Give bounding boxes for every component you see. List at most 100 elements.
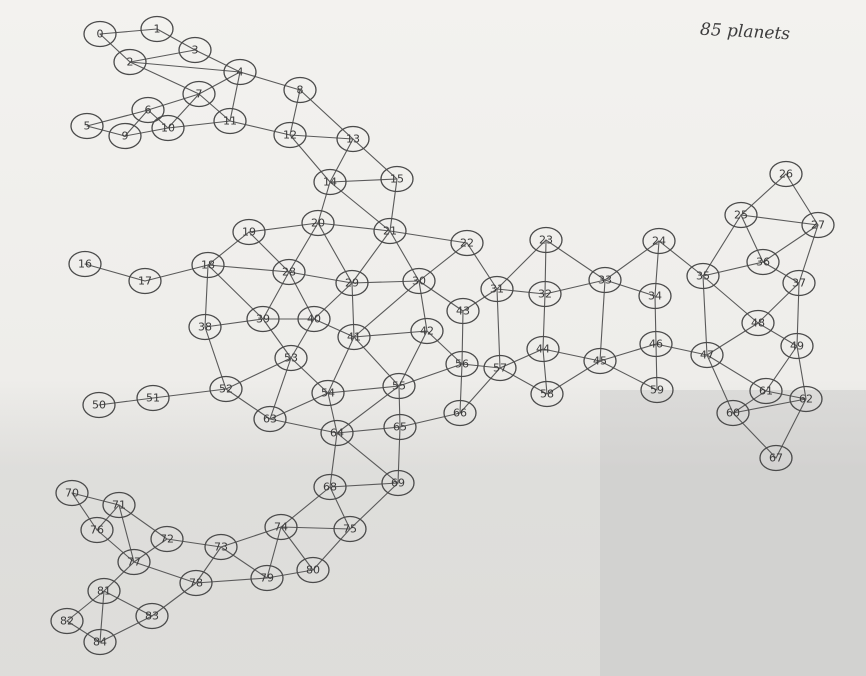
node-circle	[640, 376, 674, 404]
node-label: 3	[192, 44, 199, 57]
node-63: 63	[253, 405, 287, 433]
node-label: 76	[90, 524, 104, 537]
node-label: 61	[759, 385, 773, 398]
edge-27-36	[762, 224, 819, 263]
node-circle	[55, 479, 89, 507]
node-42: 42	[410, 317, 444, 345]
node-9: 9	[108, 122, 142, 150]
edge-18-28	[207, 264, 290, 273]
node-circle	[445, 350, 479, 378]
node-label: 11	[223, 115, 237, 128]
node-label: 15	[390, 173, 404, 186]
edge-79-80	[266, 569, 314, 579]
node-75: 75	[333, 515, 367, 543]
node-label: 18	[201, 259, 215, 272]
node-81: 81	[87, 577, 121, 605]
edge-70-76	[71, 492, 98, 531]
node-46: 46	[639, 330, 673, 358]
node-label: 59	[650, 384, 664, 397]
edge-60-62	[732, 398, 807, 414]
node-circle	[724, 201, 758, 229]
edge-15-21	[389, 178, 398, 232]
node-73: 73	[204, 533, 238, 561]
edge-65-69	[397, 426, 401, 484]
node-10: 10	[151, 114, 185, 142]
edge-35-47	[702, 275, 708, 356]
node-circle	[716, 399, 750, 427]
edge-13-15	[352, 138, 398, 180]
edge-73-79	[220, 546, 268, 579]
edge-12-13	[289, 134, 354, 140]
node-circle	[253, 405, 287, 433]
node-circle	[333, 515, 367, 543]
node-12: 12	[273, 121, 307, 149]
node-circle	[140, 15, 174, 43]
node-44: 44	[526, 335, 560, 363]
edge-5-9	[86, 125, 126, 137]
node-52: 52	[209, 375, 243, 403]
edge-21-30	[389, 230, 420, 282]
edge-14-15	[329, 178, 398, 183]
node-circle	[213, 107, 247, 135]
edge-6-7	[147, 93, 200, 111]
node-15: 15	[380, 165, 414, 193]
node-82: 82	[50, 607, 84, 635]
edge-28-39	[262, 271, 290, 320]
node-26: 26	[769, 160, 803, 188]
node-24: 24	[642, 227, 676, 255]
edge-60-67	[732, 412, 777, 459]
node-circle	[320, 419, 354, 447]
node-29: 29	[335, 269, 369, 297]
node-4: 4	[223, 58, 257, 86]
node-circle	[179, 569, 213, 597]
node-label: 7	[196, 88, 203, 101]
edge-36-37	[762, 261, 800, 284]
node-label: 19	[242, 226, 256, 239]
edge-28-29	[288, 271, 353, 284]
edge-78-79	[195, 577, 268, 584]
node-label: 32	[538, 288, 552, 301]
edge-64-65	[336, 426, 401, 434]
edge-72-73	[166, 538, 222, 548]
edge-64-69	[336, 432, 399, 484]
node-18: 18	[191, 251, 225, 279]
edge-48-49	[757, 322, 798, 347]
node-circle	[128, 267, 162, 295]
edge-30-41	[353, 280, 420, 338]
node-circle	[749, 377, 783, 405]
edge-32-33	[544, 279, 606, 295]
node-circle	[686, 262, 720, 290]
node-69: 69	[381, 469, 415, 497]
edge-81-82	[66, 590, 105, 622]
node-circle	[135, 602, 169, 630]
node-circle	[382, 372, 416, 400]
node-57: 57	[483, 354, 517, 382]
node-circle	[131, 96, 165, 124]
edge-65-66	[399, 412, 461, 428]
edge-25-36	[740, 214, 764, 263]
edge-54-63	[269, 392, 329, 420]
node-circle	[782, 269, 816, 297]
node-circle	[801, 211, 835, 239]
node-circle	[335, 269, 369, 297]
edge-38-39	[204, 318, 264, 328]
edge-33-34	[604, 279, 656, 297]
node-circle	[50, 607, 84, 635]
edge-41-54	[327, 336, 355, 394]
node-circle	[150, 525, 184, 553]
node-label: 77	[127, 556, 141, 569]
node-label: 66	[453, 407, 467, 420]
node-label: 84	[93, 636, 107, 649]
edge-49-62	[796, 345, 807, 400]
node-65: 65	[383, 413, 417, 441]
node-circle	[336, 125, 370, 153]
node-label: 73	[214, 541, 228, 554]
node-53: 53	[274, 344, 308, 372]
node-58: 58	[530, 380, 564, 408]
node-label: 79	[260, 572, 274, 585]
node-label: 37	[792, 277, 806, 290]
node-circle	[642, 227, 676, 255]
edge-47-48	[706, 322, 759, 356]
node-circle	[182, 80, 216, 108]
edge-29-40	[313, 282, 353, 320]
